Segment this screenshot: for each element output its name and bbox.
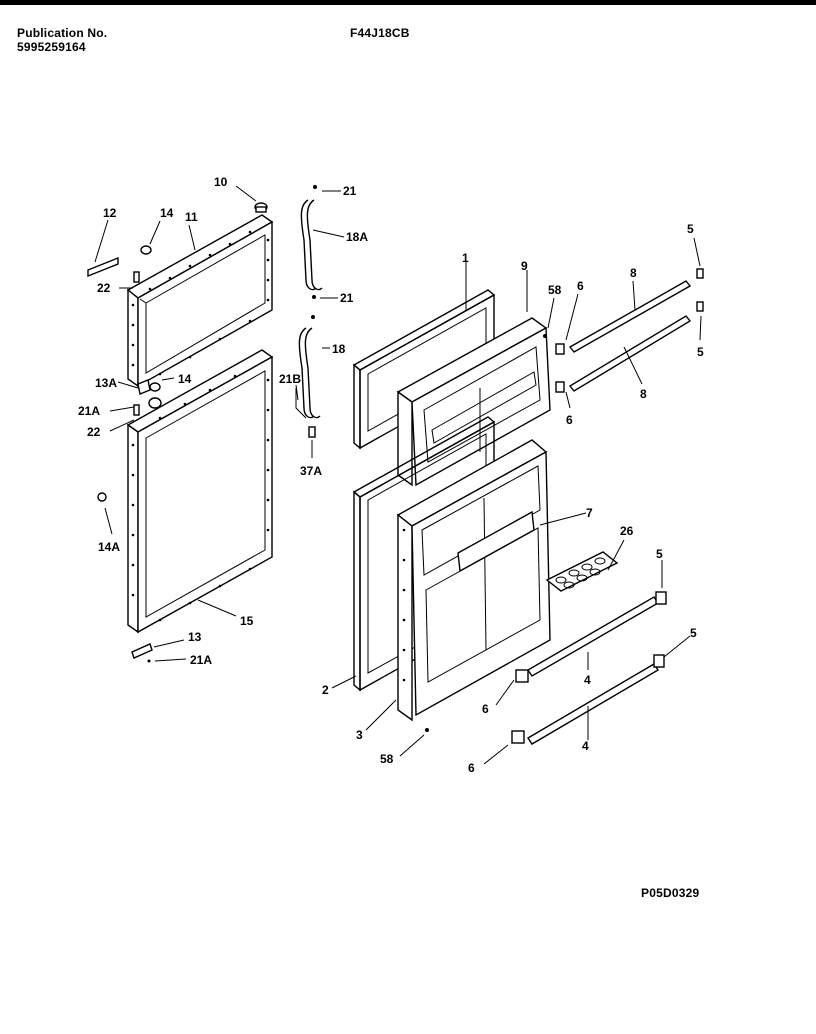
callout-22-bot: 22	[87, 425, 101, 439]
publication-label: Publication No.	[17, 26, 108, 40]
callout-14-top: 14	[160, 206, 174, 220]
callout-21a-bot: 21A	[190, 653, 212, 667]
callout-15: 15	[240, 614, 254, 628]
door-hardware	[87, 202, 268, 663]
callout-13: 13	[188, 630, 202, 644]
freezer-door-liner	[396, 317, 551, 487]
callout-1: 1	[462, 251, 469, 265]
callout-21a-left: 21A	[78, 404, 100, 418]
callout-37a: 37A	[300, 464, 322, 478]
callout-6-bot: 6	[468, 761, 475, 775]
callout-5-mid: 5	[656, 547, 663, 561]
callout-8-top: 8	[630, 266, 637, 280]
callout-21-top: 21	[343, 184, 357, 198]
callout-22-top: 22	[97, 281, 111, 295]
fresh-food-door-panel	[126, 349, 274, 634]
callout-4-bot: 4	[582, 739, 589, 753]
model-number: F44J18CB	[350, 26, 410, 40]
callout-14a: 14A	[98, 540, 120, 554]
callout-26: 26	[620, 524, 634, 538]
callout-6-low: 6	[482, 702, 489, 716]
callout-8-mid: 8	[640, 387, 647, 401]
callout-3: 3	[356, 728, 363, 742]
callout-6-mid: 6	[566, 413, 573, 427]
door-handles	[295, 185, 323, 438]
callout-7: 7	[586, 506, 593, 520]
callout-10: 10	[214, 175, 228, 189]
leader-lines	[94, 185, 702, 765]
top-border-rule	[0, 0, 816, 5]
callout-14-mid: 14	[178, 372, 192, 386]
fresh-food-door-liner	[396, 334, 551, 732]
callout-21-mid: 21	[340, 291, 354, 305]
callout-labels: 10 21 12 14 11 18A 5 1 9 22 21 58 6 8 5 …	[78, 175, 704, 775]
callout-4-mid: 4	[584, 673, 591, 687]
publication-number: 5995259164	[17, 40, 86, 54]
egg-tray	[545, 551, 619, 592]
callout-12: 12	[103, 206, 117, 220]
callout-58-bot: 58	[380, 752, 394, 766]
callout-6-top: 6	[577, 279, 584, 293]
callout-5-top: 5	[687, 222, 694, 236]
figure-code: P05D0329	[641, 886, 700, 900]
callout-2: 2	[322, 683, 329, 697]
callout-11: 11	[185, 210, 198, 224]
callout-13a: 13A	[95, 376, 117, 390]
callout-18a: 18A	[346, 230, 368, 244]
callout-58-top: 58	[548, 283, 562, 297]
callout-5-bot: 5	[690, 626, 697, 640]
callout-18: 18	[332, 342, 346, 356]
callout-5-top-2: 5	[697, 345, 704, 359]
callout-9: 9	[521, 259, 528, 273]
shelf-bars	[511, 268, 704, 745]
callout-21b: 21B	[279, 372, 301, 386]
